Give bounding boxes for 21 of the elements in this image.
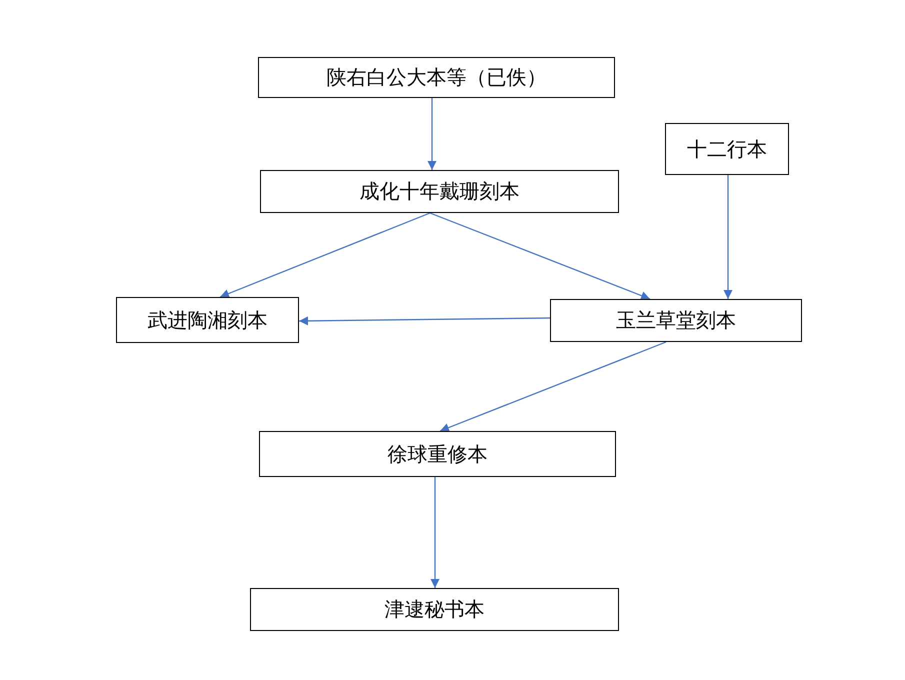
edition-name: 津逮秘书本	[384, 598, 484, 623]
edition-box	[550, 299, 802, 342]
arrow	[724, 175, 732, 299]
arrow	[440, 341, 666, 432]
edition-name: 陕右白公大本等（已佚）	[326, 66, 546, 91]
arrow	[428, 98, 436, 170]
edition-box	[250, 588, 619, 631]
edition-name: 玉兰草堂刻本	[616, 309, 736, 334]
edition-name: 成化十年戴珊刻本	[360, 180, 520, 205]
edition-box	[260, 170, 619, 213]
edition-name: 徐球重修本	[388, 442, 488, 468]
arrow	[220, 212, 430, 298]
edition-box	[116, 297, 299, 343]
arrow	[430, 212, 650, 300]
edition-name: 武进陶湘刻本	[148, 308, 268, 334]
edition-name: 十二行本	[687, 138, 767, 162]
edition-box	[259, 431, 616, 477]
arrow	[299, 316, 550, 326]
arrow	[430, 477, 440, 588]
edition-box	[665, 123, 789, 175]
edition-box	[258, 57, 615, 98]
